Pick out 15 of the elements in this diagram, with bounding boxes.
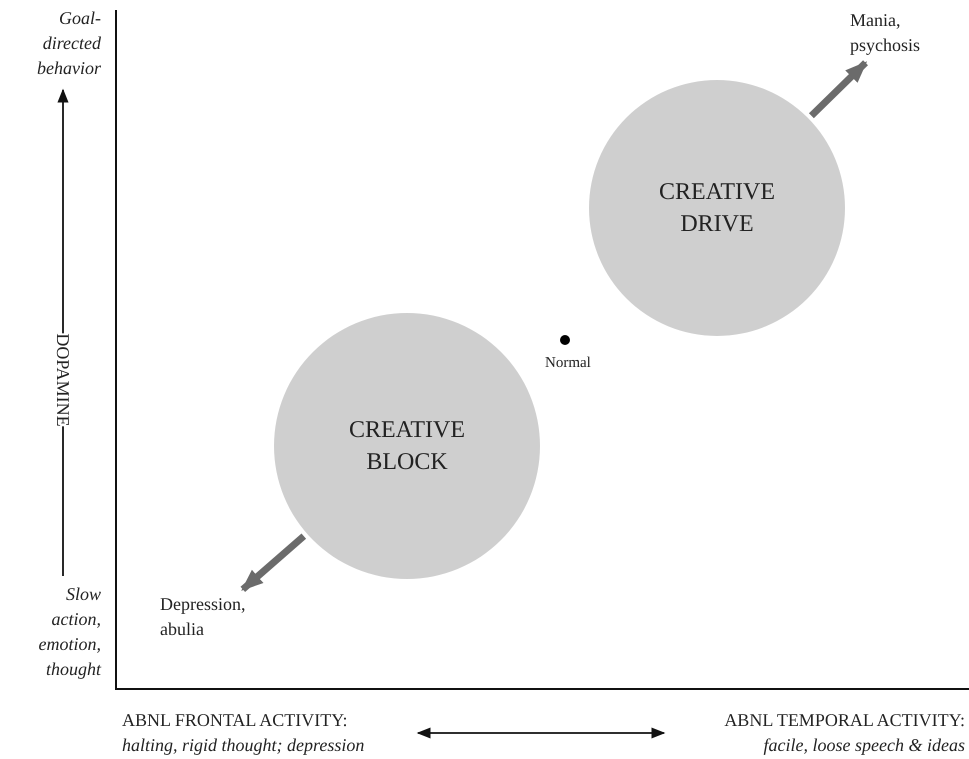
point-marker <box>560 335 570 345</box>
axis-heading: ABNL FRONTAL ACTIVITY: <box>122 709 348 732</box>
circle-label: CREATIVE BLOCK <box>348 416 466 477</box>
axis-end-label: Depression, abulia <box>160 593 246 641</box>
axis-end-label: Goal-directed behavior <box>36 7 101 80</box>
thick-arrow <box>240 533 306 592</box>
axis-description: facile, loose speech & ideas <box>764 734 965 757</box>
arrow <box>416 727 666 739</box>
point-label: Normal <box>545 354 591 373</box>
circle-label: CREATIVE DRIVE <box>658 178 776 239</box>
axis-end-label: Mania, psychosis <box>850 9 922 57</box>
axis-heading: ABNL TEMPORAL ACTIVITY: <box>724 709 965 732</box>
axis-end-label: Slow action, emotion, thought <box>38 583 101 681</box>
thick-arrow <box>808 60 868 118</box>
axis-description: halting, rigid thought; depression <box>122 734 364 757</box>
